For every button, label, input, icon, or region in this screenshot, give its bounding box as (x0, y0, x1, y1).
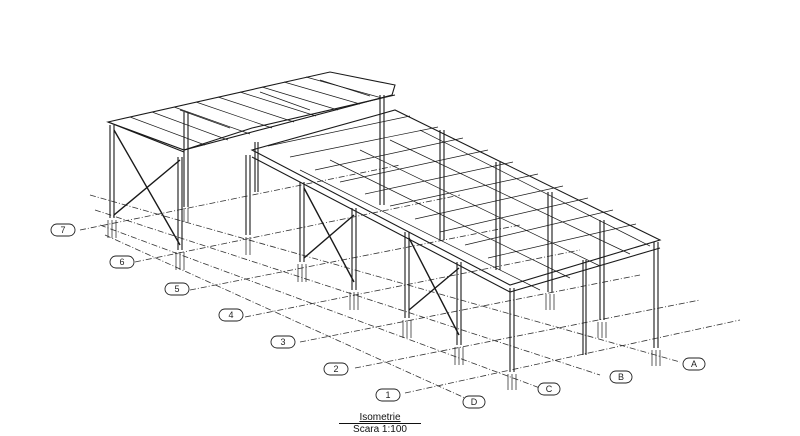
svg-text:7: 7 (60, 225, 65, 235)
view-scale: Scara 1:100 (339, 423, 421, 435)
svg-text:C: C (546, 384, 553, 394)
roof-front-block (250, 109, 662, 293)
svg-text:5: 5 (174, 284, 179, 294)
svg-text:3: 3 (280, 337, 285, 347)
svg-text:1: 1 (385, 390, 390, 400)
svg-text:2: 2 (333, 364, 338, 374)
grid-bubbles-letters: A B C D (462, 357, 706, 409)
drawing-caption: Isometrie Scara 1:100 (325, 412, 435, 435)
svg-text:A: A (691, 359, 697, 369)
columns-left-block (109, 112, 259, 250)
column-base-anchors (107, 208, 661, 390)
wall-bracing (113, 129, 460, 336)
view-title: Isometrie (359, 412, 401, 423)
svg-text:D: D (471, 397, 478, 407)
grid-bubbles-numeric: 7 6 5 4 3 2 1 (50, 223, 401, 402)
svg-text:B: B (618, 372, 624, 382)
roof-left-block (106, 71, 396, 153)
svg-text:6: 6 (119, 257, 124, 267)
svg-text:4: 4 (228, 310, 233, 320)
letter-grid-lines (89, 194, 681, 399)
